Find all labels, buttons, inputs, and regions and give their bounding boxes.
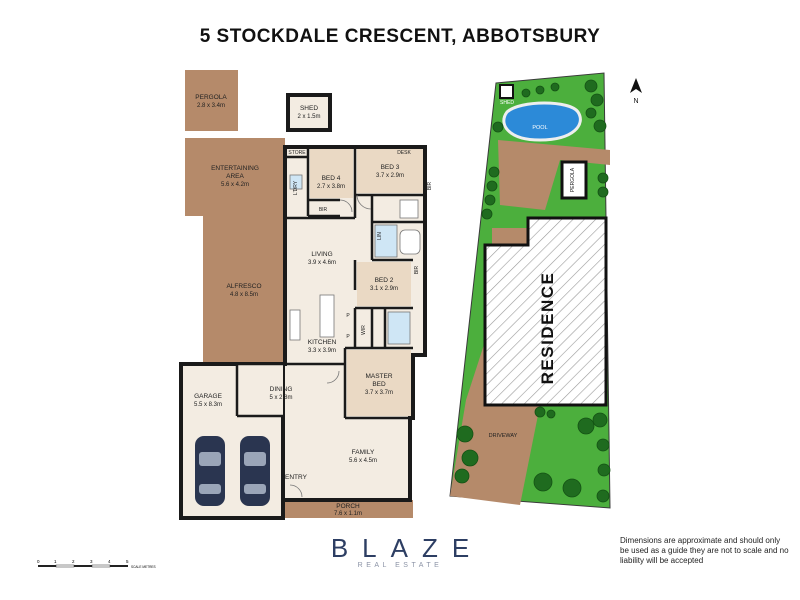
car-icon — [240, 436, 270, 506]
scale-tick: 5 — [126, 559, 129, 564]
family-dims: 5.6 x 4.5m — [349, 458, 377, 464]
site-shed — [499, 84, 514, 99]
entry-label: ENTRY — [285, 474, 308, 481]
entertaining-area — [185, 138, 285, 216]
family-label: FAMILY — [352, 449, 375, 456]
store-label: STORE — [288, 150, 306, 156]
scale-tick: 3 — [90, 559, 93, 564]
master-label: MASTER — [365, 373, 392, 380]
scale-tick: 4 — [108, 559, 111, 564]
shed-label: SHED — [300, 105, 318, 112]
alfresco-area — [203, 216, 285, 364]
north-label: N — [633, 98, 638, 105]
pantry-label: P — [346, 334, 350, 340]
porch-dims: 7.6 x 1.1m — [334, 511, 362, 517]
laundry-label: L'DRY — [293, 180, 299, 195]
bir-label: BIR — [319, 207, 328, 213]
north-arrow-icon: N — [630, 78, 642, 105]
bed3-dims: 3.7 x 2.9m — [376, 173, 404, 179]
kitchen-dims: 3.3 x 3.9m — [308, 348, 336, 354]
site-pergola-label: PERGOLA — [570, 167, 576, 192]
brand-tagline: REAL ESTATE — [357, 562, 443, 569]
pergola-dims: 2.8 x 3.4m — [197, 103, 225, 109]
wir-label: WIR — [361, 325, 367, 335]
master-label-2: BED — [372, 381, 386, 388]
shed-dims: 2 x 1.5m — [297, 114, 320, 120]
alfresco-dims: 4.8 x 8.5m — [230, 292, 258, 298]
bir-label: BIR — [414, 265, 420, 274]
site-pergola — [560, 160, 588, 200]
porch-label: PORCH — [336, 503, 360, 510]
entertaining-label-2: AREA — [226, 173, 244, 180]
residence-block — [483, 216, 608, 407]
entertaining-dims: 5.6 x 4.2m — [221, 182, 249, 188]
residence-label: RESIDENCE — [538, 272, 557, 385]
bed3-label: BED 3 — [381, 164, 400, 171]
garage-label: GARAGE — [194, 393, 222, 400]
dining-label: DINING — [270, 386, 293, 393]
bed4-dims: 2.7 x 3.8m — [317, 184, 345, 190]
scale-bar: 0 1 2 3 4 5 SCALE METRES — [37, 559, 156, 569]
kitchen-label: KITCHEN — [308, 339, 337, 346]
tree-icon — [454, 79, 611, 503]
bed2-label: BED 2 — [375, 277, 394, 284]
scale-label: SCALE METRES — [131, 565, 156, 569]
living-dims: 3.9 x 4.6m — [308, 260, 336, 266]
page-title: 5 STOCKDALE CRESCENT, ABBOTSBURY — [199, 26, 601, 47]
scale-tick: 2 — [72, 559, 75, 564]
porch-area — [283, 500, 413, 518]
bed4-label: BED 4 — [322, 175, 341, 182]
driveway-label: DRIVEWAY — [489, 433, 518, 439]
bir-label: BIR — [427, 181, 433, 190]
brand-name: BLAZE — [330, 533, 484, 563]
pool-label: POOL — [532, 125, 547, 131]
site-shed-label: SHED — [500, 100, 514, 106]
dining-dims: 5 x 2.8m — [269, 395, 292, 401]
living-label: LIVING — [311, 251, 332, 258]
disclaimer-text: Dimensions are approximate and should on… — [620, 536, 789, 565]
alfresco-label: ALFRESCO — [226, 283, 261, 290]
entertaining-label: ENTERTAINING — [211, 165, 259, 172]
pergola-area — [185, 70, 238, 131]
garage-dims: 5.5 x 8.3m — [194, 402, 222, 408]
pool-shape — [502, 101, 582, 142]
scale-tick: 1 — [54, 559, 57, 564]
car-icon — [195, 436, 225, 506]
bed2-dims: 3.1 x 2.9m — [370, 286, 398, 292]
pergola-label: PERGOLA — [195, 94, 227, 101]
shed-room — [286, 93, 332, 132]
lin-label: LIN — [377, 232, 383, 240]
pantry-label: P — [346, 313, 350, 319]
brand-logo: BLAZE REAL ESTATE — [300, 533, 500, 569]
desk-label: DESK — [397, 150, 411, 156]
master-dims: 3.7 x 3.7m — [365, 390, 393, 396]
scale-tick: 0 — [37, 559, 40, 564]
